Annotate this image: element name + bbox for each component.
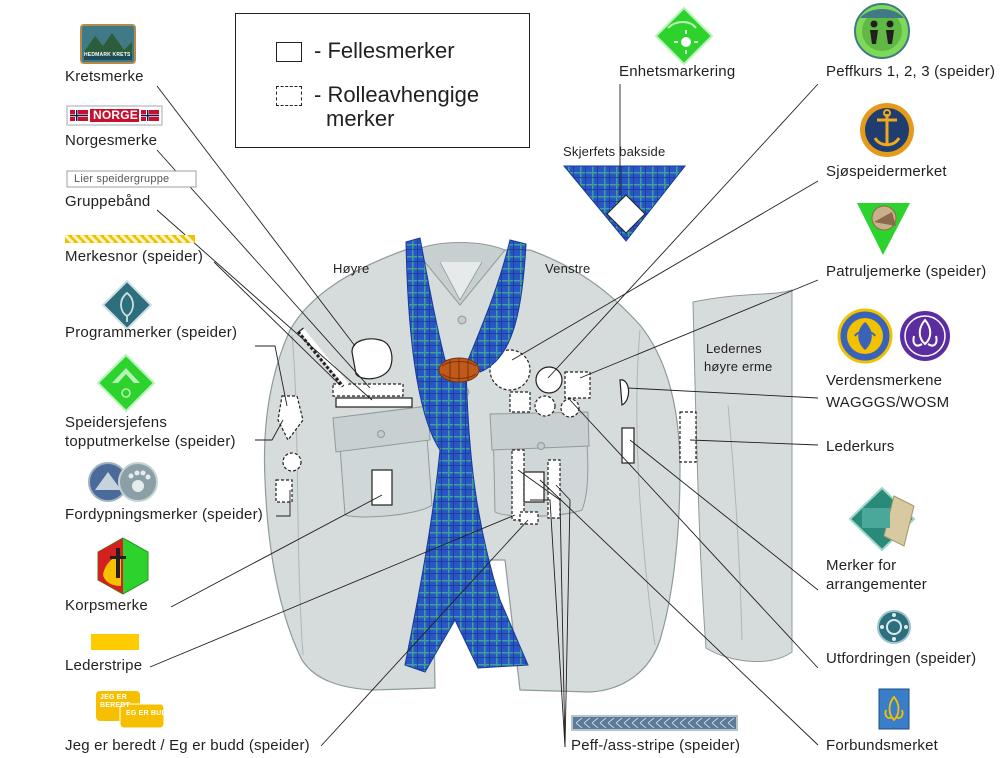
- label-verdensmerkene-2: WAGGGS/WOSM: [826, 394, 950, 411]
- lederstripe-badge: [91, 634, 139, 650]
- legend-dashed-label-2: merker: [326, 106, 395, 131]
- forbundsmerket-badge: [878, 688, 910, 730]
- sjospeidermerket-badge: [860, 103, 914, 157]
- fordypningsmerker-badge: [88, 462, 158, 502]
- arrangementer-badge: [848, 486, 916, 552]
- label-ledernes-erme-2: høyre erme: [704, 359, 773, 374]
- label-merker-for-2: arrangementer: [826, 576, 927, 593]
- label-hoyre: Høyre: [333, 261, 370, 276]
- label-patruljemerke: Patruljemerke (speider): [826, 263, 987, 280]
- wosm-badge: [898, 309, 952, 363]
- scarf: [404, 237, 529, 673]
- label-peff-ass-stripe: Peff-/ass-stripe (speider): [571, 737, 741, 754]
- label-korpsmerke: Korpsmerke: [65, 597, 148, 614]
- label-sjospeidermerket: Sjøspeidermerket: [826, 163, 947, 180]
- norgesmerke-badge-text: NORGE: [93, 108, 139, 122]
- kretsmerke-badge: [80, 24, 136, 64]
- label-verdensmerkene-1: Verdensmerkene: [826, 372, 943, 389]
- label-lederkurs: Lederkurs: [826, 438, 895, 455]
- label-venstre: Venstre: [545, 261, 591, 276]
- eg-er-budd-badge-text: EG ER BUDD: [126, 710, 172, 717]
- label-gruppeband: Gruppebånd: [65, 193, 151, 210]
- jeg-er-beredt-badge-text: JEG ER BEREDT: [100, 694, 130, 709]
- label-forbundsmerket: Forbundsmerket: [826, 737, 939, 754]
- kretsmerke-badge-text: HEDMARK KRETS: [84, 52, 131, 58]
- label-merker-for-1: Merker for: [826, 557, 897, 574]
- legend-solid-label: - Fellesmerker: [314, 38, 455, 63]
- woggle: [438, 357, 480, 383]
- label-kretsmerke: Kretsmerke: [65, 68, 144, 85]
- programmerker-badge: [101, 279, 153, 331]
- gruppeband-badge-text: Lier speidergruppe: [74, 173, 170, 185]
- peffkurs-badge: [854, 3, 910, 59]
- label-lederstripe: Lederstripe: [65, 657, 143, 674]
- gruppeband-badge: [66, 170, 197, 188]
- jeg-er-beredt-badge: [96, 691, 165, 729]
- peff-ass-stripe-badge: [571, 715, 738, 731]
- merkesnor-badge: [63, 233, 195, 245]
- enhetsmarkering-badge: [654, 6, 714, 66]
- label-programmerker: Programmerker (speider): [65, 324, 238, 341]
- label-ledernes-erme-1: Ledernes: [706, 341, 762, 356]
- label-speidersjefens-2: topputmerkelse (speider): [65, 433, 236, 450]
- label-enhetsmarkering: Enhetsmarkering: [619, 63, 736, 80]
- label-norgesmerke: Norgesmerke: [65, 132, 158, 149]
- patruljemerke-badge: [857, 203, 910, 255]
- label-utfordringen: Utfordringen (speider): [826, 650, 977, 667]
- patch-outlines: [275, 327, 697, 525]
- topputmerkelse-badge: [96, 353, 156, 413]
- norgesmerke-badge: [66, 105, 163, 126]
- label-peffkurs: Peffkurs 1, 2, 3 (speider): [826, 63, 996, 80]
- utfordringen-badge: [877, 610, 911, 644]
- legend: - Fellesmerker - Rolleavhengige merker: [235, 13, 530, 148]
- korpsmerke-badge: [97, 537, 149, 595]
- label-merkesnor: Merkesnor (speider): [65, 248, 204, 265]
- leader-lines: [149, 83, 819, 748]
- legend-dashed-swatch: [276, 86, 302, 106]
- legend-dashed-label-1: - Rolleavhengige: [314, 82, 480, 107]
- label-fordypningsmerker: Fordypningsmerker (speider): [65, 506, 263, 523]
- wagggs-badge: [837, 308, 893, 364]
- label-speidersjefens-1: Speidersjefens: [65, 414, 168, 431]
- label-jeg-er-beredt: Jeg er beredt / Eg er budd (speider): [65, 737, 310, 754]
- leader-right-sleeve: [692, 289, 793, 663]
- label-skjerf-bakside: Skjerfets bakside: [563, 144, 666, 159]
- legend-solid-swatch: [276, 42, 302, 62]
- scarf-back: [562, 165, 687, 242]
